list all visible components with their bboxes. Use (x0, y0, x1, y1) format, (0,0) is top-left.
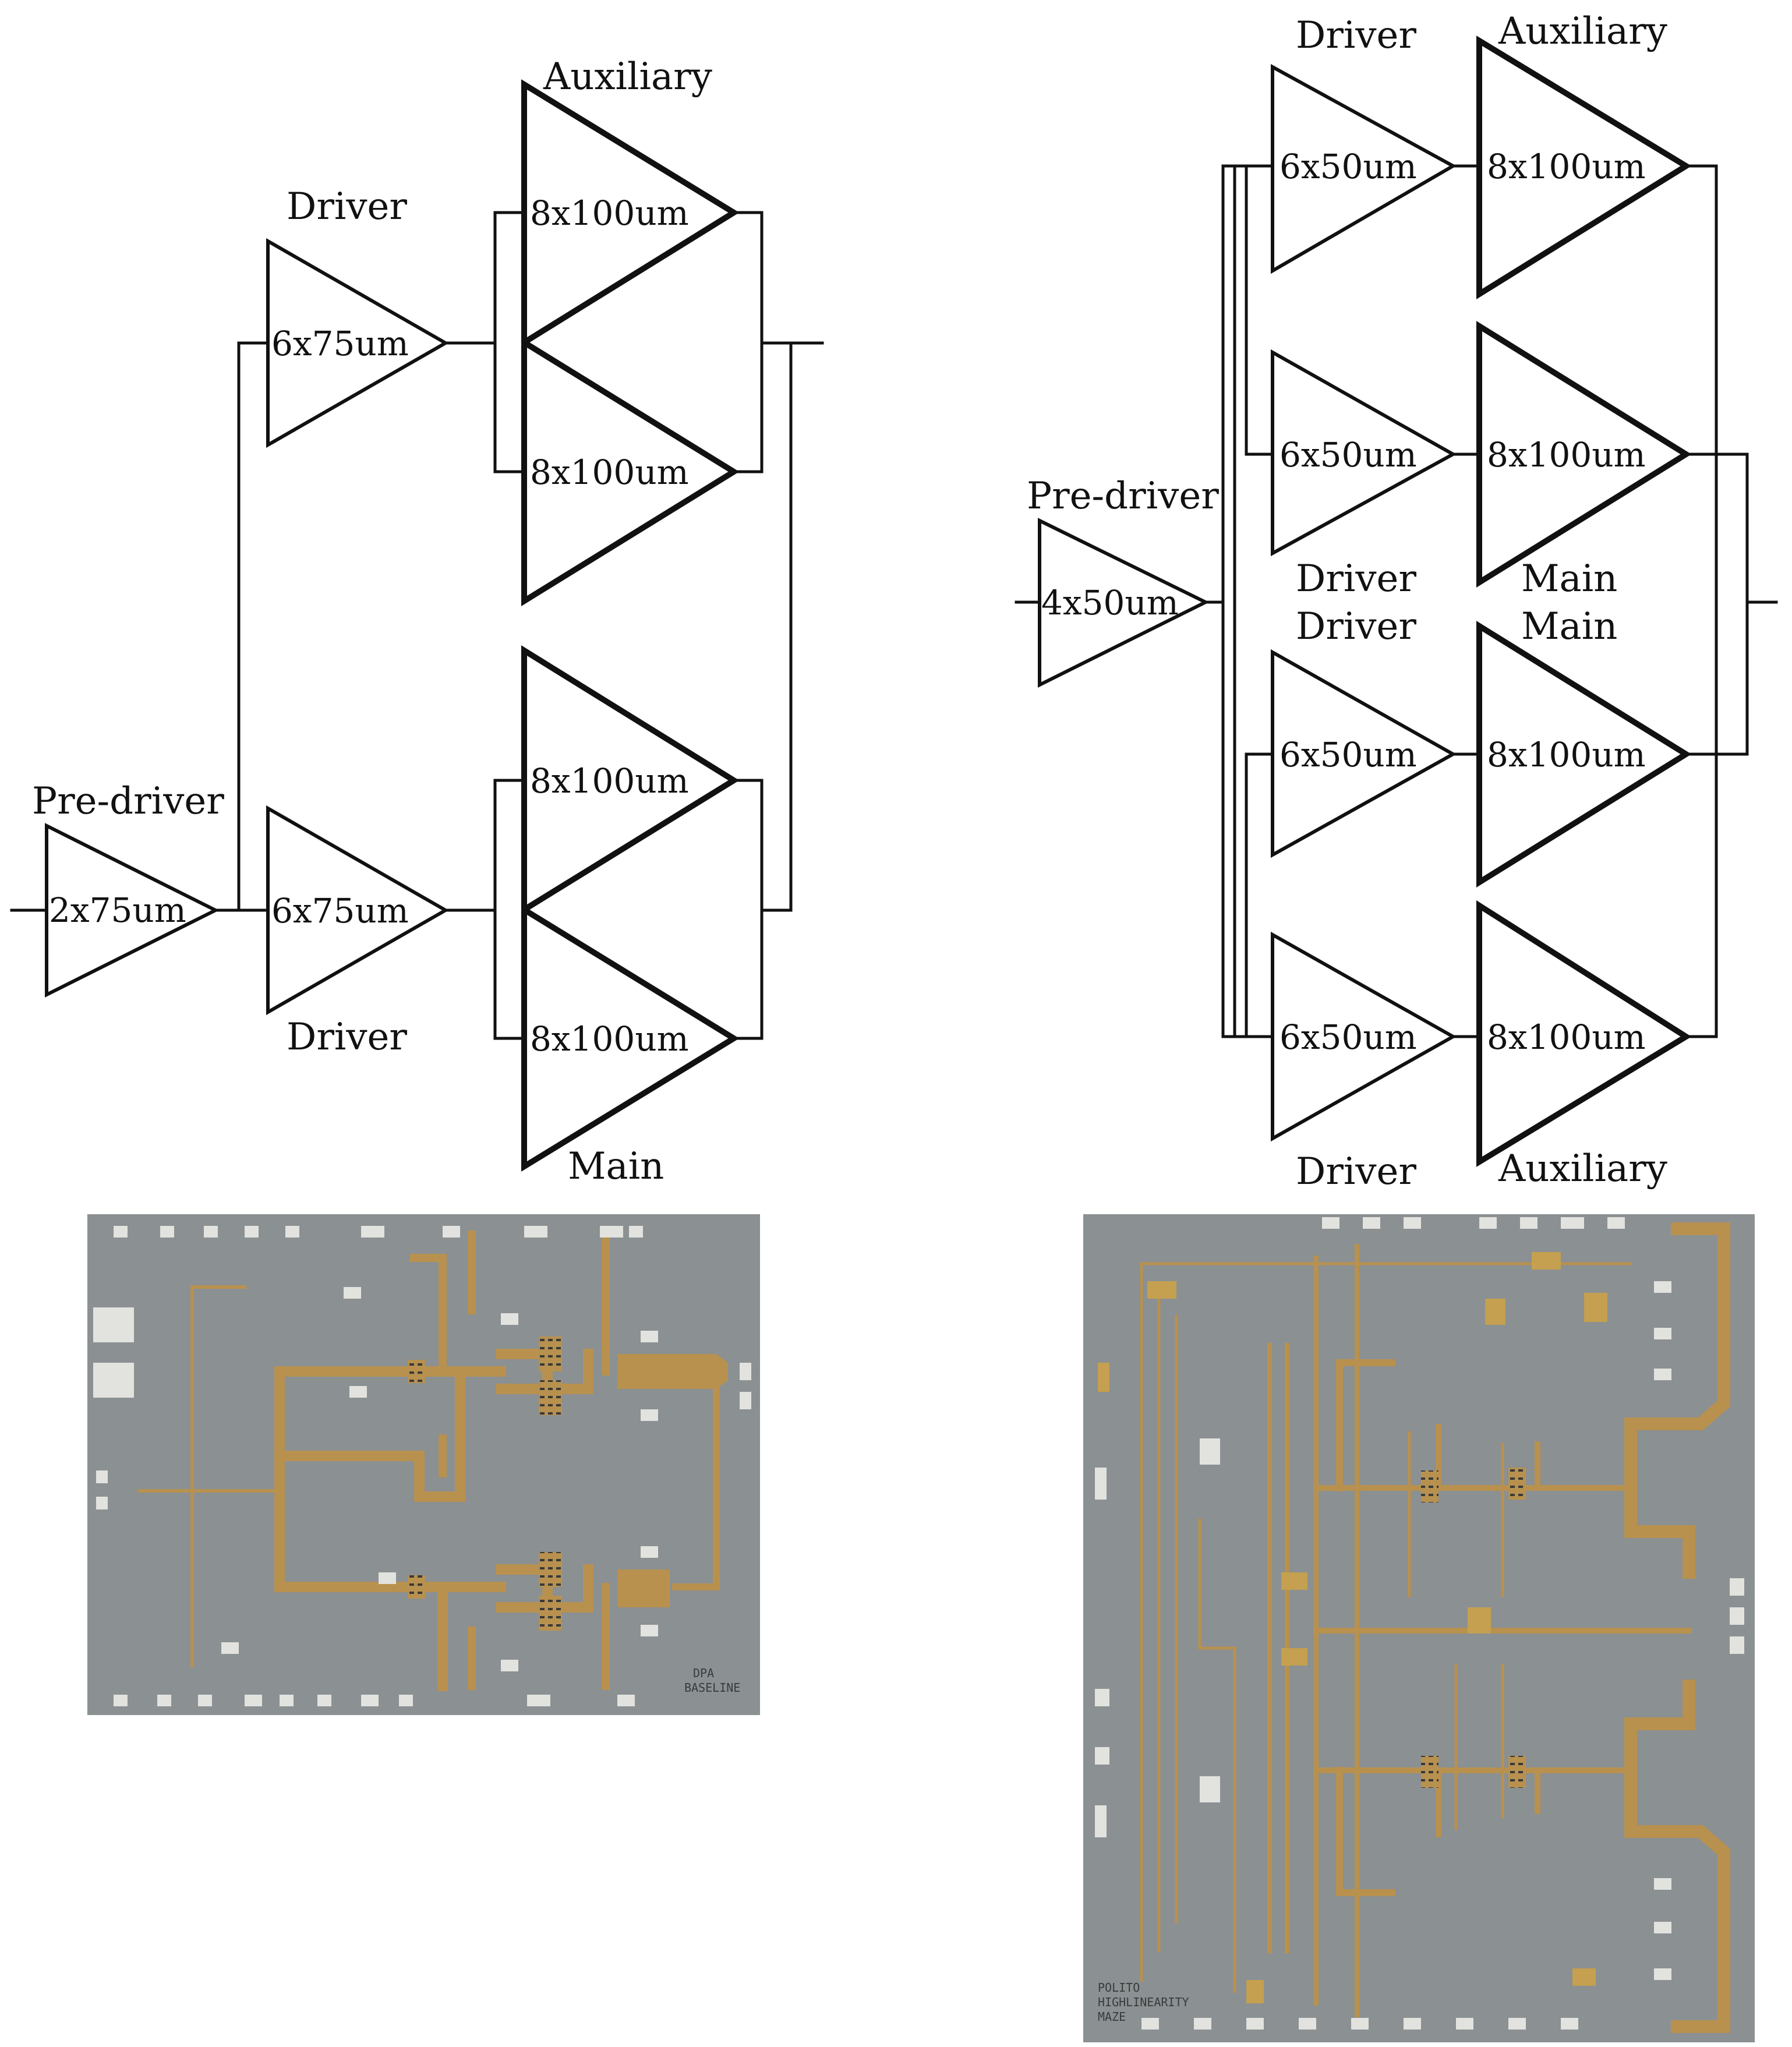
right-wires (1015, 164, 1778, 1038)
right-die-transistor-cells (1421, 1468, 1526, 1788)
left-wires (10, 211, 824, 1040)
left-die-output-combiner (617, 1354, 728, 1607)
right-driver-size-4: 6x50um (1280, 1017, 1417, 1057)
left-main-size-2: 8x100um (530, 1019, 689, 1059)
right-final-label-2: Main (1521, 557, 1617, 600)
left-die-pads (93, 1226, 751, 1706)
right-final-label-4: Auxiliary (1498, 1147, 1667, 1190)
left-die-traces (138, 1231, 720, 1691)
left-main-amplifier-1 (521, 645, 740, 915)
right-die-pads (1095, 1217, 1744, 2030)
right-driver-amplifier-2 (1271, 349, 1457, 557)
right-die-gold-blocks (1098, 1252, 1607, 2003)
right-final-label-1: Auxiliary (1498, 10, 1667, 53)
right-driver-amplifier-1 (1271, 63, 1457, 274)
left-auxiliary-size-1: 8x100um (530, 193, 689, 233)
right-driver-size-1: 6x50um (1280, 147, 1417, 186)
right-final-size-2: 8x100um (1487, 435, 1646, 475)
left-driver-top-amplifier (266, 238, 450, 448)
right-final-size-4: 8x100um (1487, 1017, 1646, 1057)
right-driver-amplifier-4 (1271, 931, 1457, 1142)
right-driver-label-4: Driver (1296, 1150, 1416, 1193)
right-die-label-line-1: POLITO (1098, 1981, 1140, 1995)
right-predriver-amplifier (1038, 518, 1210, 688)
left-auxiliary-amplifier-1 (521, 79, 740, 348)
left-die-transistor-cells (408, 1337, 562, 1631)
right-die-photo: POLITO HIGHLINEARITY MAZE (1083, 1214, 1755, 2042)
right-final-label-3: Main (1521, 605, 1617, 648)
left-predriver-size: 2x75um (49, 890, 186, 930)
left-main-amplifier-2 (521, 904, 740, 1172)
left-auxiliary-label: Auxiliary (543, 55, 712, 98)
right-final-amplifier-1 (1476, 36, 1692, 299)
left-driver-top-size: 6x75um (271, 324, 409, 363)
left-driver-bottom-label: Driver (287, 1016, 407, 1059)
right-final-amplifier-4 (1476, 900, 1692, 1167)
left-die-label-line-1: DPA (693, 1666, 714, 1680)
right-driver-label-3: Driver (1296, 605, 1416, 648)
right-die-traces (1140, 1222, 1730, 2033)
left-auxiliary-amplifier-2 (521, 337, 740, 606)
right-driver-size-2: 6x50um (1280, 435, 1417, 475)
right-final-amplifier-2 (1476, 321, 1692, 588)
left-die-photo: DPA BASELINE (87, 1214, 760, 1715)
right-predriver-size: 4x50um (1041, 583, 1179, 623)
right-schematic: 4x50um Pre-driver 6x50um Driver 6x50um D… (1015, 10, 1778, 1193)
right-predriver-label: Pre-driver (1027, 475, 1219, 518)
left-driver-top-label: Driver (287, 185, 407, 228)
right-driver-label-2: Driver (1296, 557, 1416, 600)
left-driver-bottom-amplifier (266, 805, 450, 1016)
left-schematic: 2x75um Pre-driver 6x75um Driver 6x75um D… (10, 55, 824, 1188)
left-die-label-line-2: BASELINE (684, 1681, 740, 1695)
right-final-amplifier-3 (1476, 621, 1692, 888)
left-main-size-1: 8x100um (530, 761, 689, 801)
left-auxiliary-size-2: 8x100um (530, 452, 689, 492)
left-predriver-label: Pre-driver (32, 780, 224, 823)
right-die-label-line-3: MAZE (1098, 2010, 1126, 2024)
left-driver-bottom-size: 6x75um (271, 891, 409, 931)
right-driver-label-1: Driver (1296, 14, 1416, 57)
left-main-label: Main (568, 1145, 664, 1188)
right-driver-size-3: 6x50um (1280, 735, 1417, 775)
left-predriver-amplifier (45, 823, 220, 998)
right-driver-amplifier-3 (1271, 649, 1457, 858)
right-final-size-3: 8x100um (1487, 735, 1646, 775)
right-die-label-line-2: HIGHLINEARITY (1098, 1995, 1189, 2009)
right-final-size-1: 8x100um (1487, 147, 1646, 186)
